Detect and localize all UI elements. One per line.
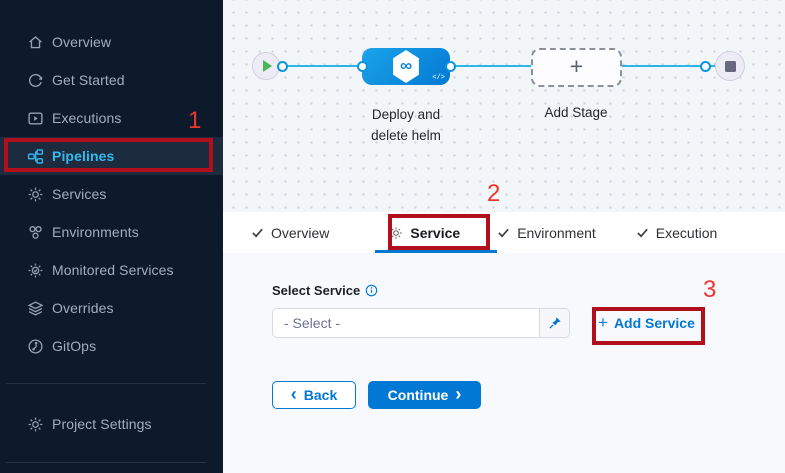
overrides-layers-icon [26,299,44,317]
chevron-right-icon: › [455,384,462,404]
sidebar-item-executions[interactable]: Executions [0,99,223,137]
stop-icon [724,60,736,72]
stage-node-deploy[interactable]: ∞ </> [362,48,450,85]
connector-dot [445,61,456,72]
sidebar-item-label: Pipelines [52,148,115,164]
sidebar-item-label: Monitored Services [52,262,174,278]
sidebar-item-environments[interactable]: Environments [0,213,223,251]
pipeline-end-node [715,51,745,81]
sidebar-item-gitops[interactable]: GitOps [0,327,223,365]
select-service-label-row: Select Service [272,283,378,298]
sidebar-item-services[interactable]: Services [0,175,223,213]
footer-button-row: ‹ Back Continue › [272,381,481,409]
services-gear-icon [26,185,44,203]
select-placeholder: - Select - [284,315,341,331]
add-service-label: Add Service [613,315,695,331]
tab-label: Service [410,224,461,241]
sidebar-item-label: Overview [52,34,112,50]
stage-config-tabbar: Overview Service Environment Execution [223,212,785,254]
connector-dot [357,61,368,72]
sidebar-item-project-settings[interactable]: Project Settings [0,405,223,443]
sidebar-item-label: Executions [52,110,122,126]
info-icon[interactable] [365,284,378,297]
get-started-icon [26,71,44,89]
connector-dot [277,61,288,72]
sidebar-item-overrides[interactable]: Overrides [0,289,223,327]
tab-label: Overview [271,224,330,241]
sidebar-item-get-started[interactable]: Get Started [0,61,223,99]
harness-cd-hexagon-icon: ∞ [393,50,419,83]
tab-environment[interactable]: Environment [497,225,596,241]
tab-execution[interactable]: Execution [636,225,717,241]
check-icon [251,226,264,239]
add-service-button[interactable]: + Add Service [598,308,695,338]
service-tab-content: Select Service - Select - + Add Service … [223,253,785,473]
sidebar-item-label: Overrides [52,300,114,316]
stage-name-label: Deploy and delete helm [371,107,441,143]
sidebar-item-label: Environments [52,224,139,240]
sidebar-item-label: Project Settings [52,416,152,432]
add-stage-label: Add Stage [544,105,608,120]
sidebar-item-monitored-services[interactable]: Monitored Services [0,251,223,289]
back-button[interactable]: ‹ Back [272,381,356,409]
pin-button[interactable] [539,309,569,337]
tab-label: Environment [517,224,596,241]
sidebar-item-pipelines[interactable]: Pipelines [0,137,223,175]
select-service-label: Select Service [272,283,361,298]
sidebar-divider [6,462,206,463]
active-tab-underline [375,250,497,254]
plus-icon: + [598,313,608,332]
environments-icon [26,223,44,241]
sidebar-item-overview[interactable]: Overview [0,23,223,61]
service-select-dropdown[interactable]: - Select - [272,308,570,338]
continue-button[interactable]: Continue › [368,381,481,409]
home-icon [26,33,44,51]
tab-label: Execution [655,224,718,241]
executions-icon [26,109,44,127]
gear-icon [389,226,403,240]
play-icon [263,60,272,72]
code-icon: </> [432,74,445,82]
connector-dot [700,61,711,72]
sidebar-divider [6,383,206,384]
sidebar-item-label: Get Started [52,72,125,88]
pipelines-icon [26,147,44,165]
pipeline-start-node [252,52,280,80]
check-icon [636,226,649,239]
monitored-services-icon [26,261,44,279]
tab-overview[interactable]: Overview [251,225,329,241]
gitops-icon [26,337,44,355]
sidebar-item-label: GitOps [52,338,97,354]
pipeline-connector-line [266,65,730,67]
sidebar-nav: Overview Get Started Executions Pipeline… [0,0,223,473]
infinity-icon: ∞ [399,56,413,75]
add-stage-button[interactable]: + [531,48,622,87]
project-settings-gear-icon [26,415,44,433]
plus-icon: + [569,53,584,79]
continue-button-label: Continue [387,387,449,403]
main-panel: ∞ </> Deploy and delete helm + Add Stage [223,0,785,473]
sidebar-item-label: Services [52,186,107,202]
pipeline-canvas: ∞ </> Deploy and delete helm + Add Stage [223,0,785,212]
pin-icon [548,317,561,329]
tab-service[interactable]: Service [389,225,460,241]
chevron-left-icon: ‹ [290,384,297,404]
back-button-label: Back [303,387,338,403]
check-icon [497,226,510,239]
